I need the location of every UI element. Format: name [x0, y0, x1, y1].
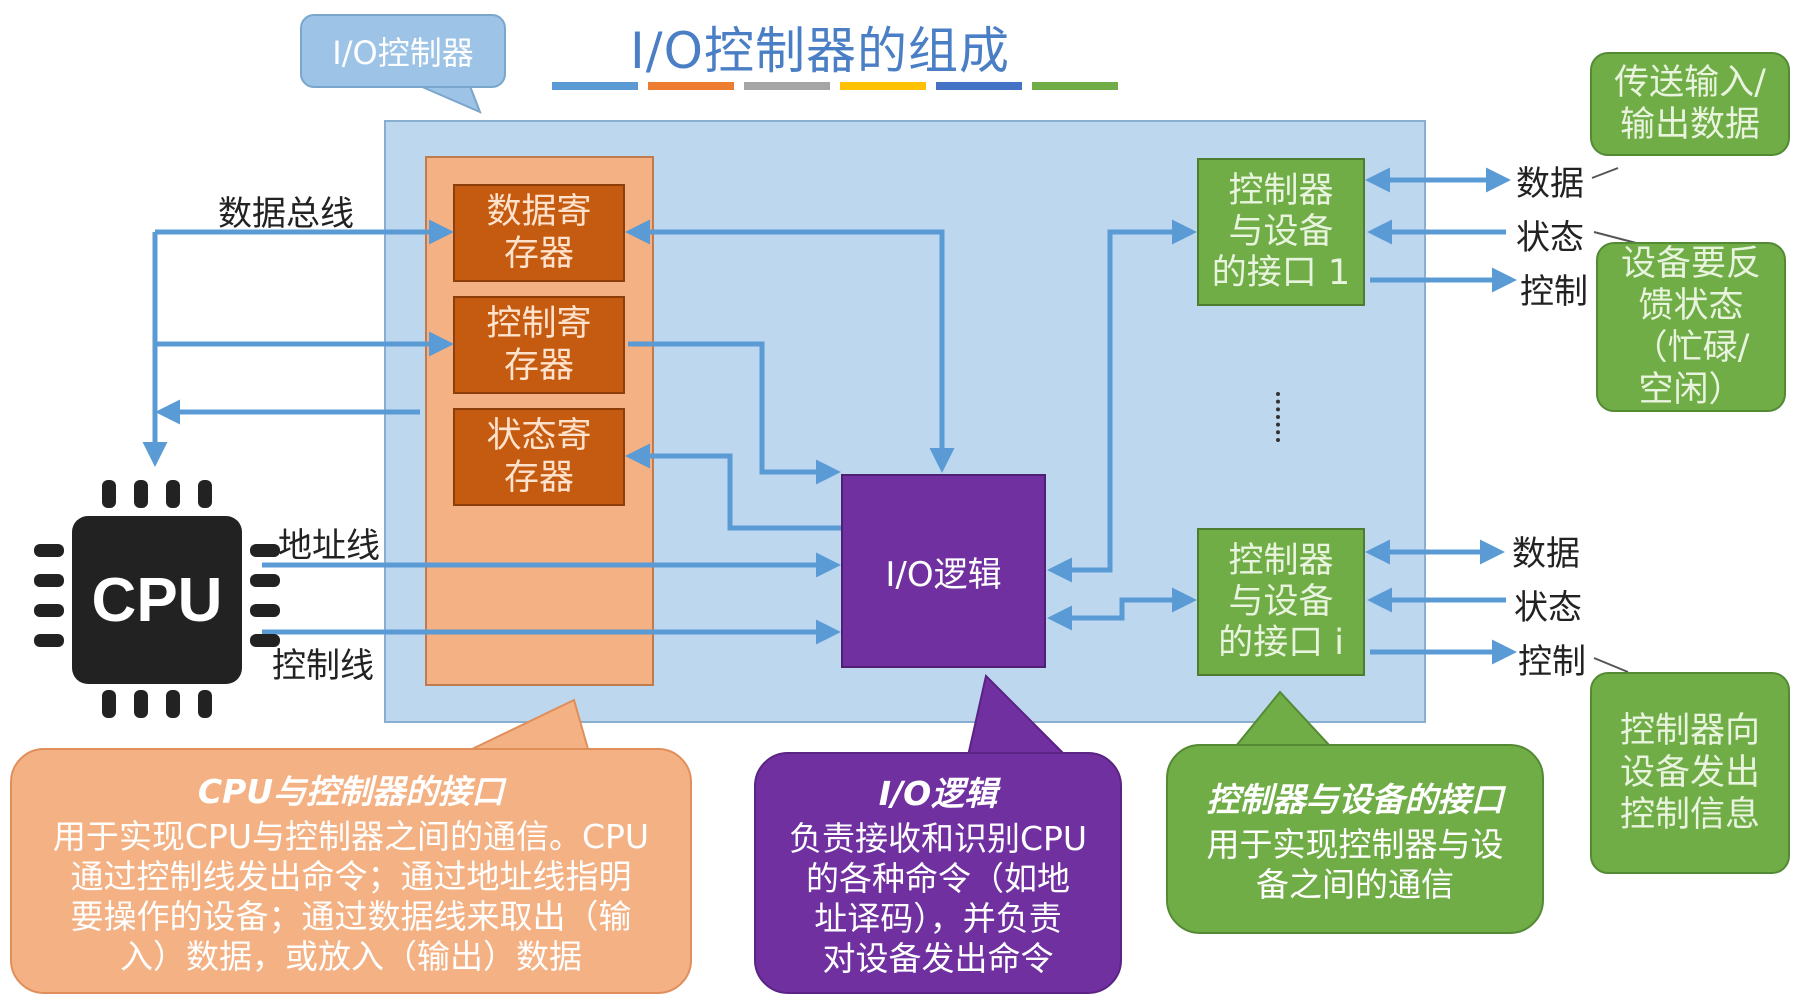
device-interface-1-line-1: 控制器 [1228, 170, 1334, 211]
device-interface-1: 控制器 与设备 的接口 1 [1197, 158, 1365, 306]
note-feedback-line-2: 馈状态 [1638, 286, 1744, 326]
status-register: 状态寄 存器 [453, 408, 625, 506]
callout-cpu-interface-line-3: 要操作的设备；通过数据线来取出（输 [70, 897, 632, 936]
device-interface-i-line-3: 的接口 i [1218, 622, 1344, 663]
note-feedback-line-1: 设备要反 [1620, 244, 1761, 284]
title-underline-segment [648, 82, 734, 90]
callout-io-logic-line-3: 址译码），并负责 [814, 899, 1062, 938]
control-register: 控制寄 存器 [453, 296, 625, 394]
data-register-label-2: 存器 [503, 234, 574, 274]
callout-cpu-interface-line-1: 用于实现CPU与控制器之间的通信。CPU [52, 817, 650, 856]
device-interface-i-line-2: 与设备 [1228, 581, 1334, 622]
note-command-line-3: 控制信息 [1619, 795, 1760, 835]
callout-cpu-interface-heading: CPU与控制器的接口 [197, 772, 505, 811]
ellipsis-dots [1276, 392, 1282, 442]
cpu-pin [34, 574, 64, 587]
cpu-pin [250, 604, 280, 617]
callout-device-interface-heading: 控制器与设备的接口 [1206, 780, 1504, 819]
io-logic-device-if-1 [1047, 219, 1197, 583]
note-transfer-line-1: 传送输入/ [1614, 63, 1766, 103]
callout-io-logic-line-1: 负责接收和识别CPU [788, 819, 1088, 858]
cpu-chip-pins [32, 476, 282, 724]
cpu-pin [166, 480, 180, 508]
cpu-pin [198, 690, 212, 718]
callout-io-logic-heading: I/O逻辑 [878, 774, 998, 813]
io-logic-block: I/O逻辑 [841, 474, 1046, 668]
callout-device-interface: 控制器与设备的接口 用于实现控制器与设 备之间的通信 [1166, 744, 1544, 934]
callout-device-interface-line-1: 用于实现控制器与设 [1206, 825, 1504, 864]
callout-io-logic-line-2: 的各种命令（如地 [806, 859, 1070, 898]
cpu-pin [34, 634, 64, 647]
cpu-pin [250, 574, 280, 587]
cpu-pin [250, 634, 280, 647]
title-underline-segment [552, 82, 638, 90]
control-register-to-io-logic [628, 341, 841, 485]
cpu-chip: CPU [72, 516, 242, 684]
io-controller-callout: I/O控制器 [300, 14, 506, 88]
cpu-pin [34, 544, 64, 557]
title-underline-segment [744, 82, 830, 90]
callout-cpu-interface: CPU与控制器的接口 用于实现CPU与控制器之间的通信。CPU 通过控制线发出命… [10, 748, 692, 994]
data-register-label-1: 数据寄 [486, 192, 592, 232]
control-line-label: 控制线 [272, 646, 374, 686]
if1-data-label: 数据 [1516, 164, 1584, 204]
if1-status-label: 状态 [1516, 218, 1584, 258]
title-underline-segment [1032, 82, 1118, 90]
device-interface-i-line-1: 控制器 [1228, 540, 1334, 581]
callout-io-logic-line-4: 对设备发出命令 [822, 939, 1054, 978]
note-transfer-line-2: 输出数据 [1619, 105, 1760, 145]
cpu-pin [34, 604, 64, 617]
data-register-io-logic [625, 219, 955, 473]
callout-io-logic: I/O逻辑 负责接收和识别CPU 的各种命令（如地 址译码），并负责 对设备发出… [754, 752, 1122, 994]
callout-cpu-interface-line-2: 通过控制线发出命令；通过地址线指明 [70, 857, 632, 896]
cpu-pin [102, 690, 116, 718]
if1-control-label: 控制 [1520, 272, 1588, 312]
io-logic-device-if-i [1047, 587, 1197, 631]
cpu-pin [134, 480, 148, 508]
address-line-label: 地址线 [278, 526, 380, 566]
note-feedback-line-4: 空闲） [1638, 370, 1744, 410]
cpu-pin [166, 690, 180, 718]
cpu-pin [134, 690, 148, 718]
ifi-control-label: 控制 [1518, 642, 1586, 682]
control-register-label-2: 存器 [503, 346, 574, 386]
device-interface-1-line-3: 的接口 1 [1211, 252, 1351, 293]
cpu-pin [102, 480, 116, 508]
ifi-data-label: 数据 [1512, 534, 1580, 574]
control-register-label-1: 控制寄 [486, 304, 592, 344]
status-register-label-2: 存器 [503, 458, 574, 498]
data-bus-label: 数据总线 [218, 194, 354, 234]
status-register-label-1: 状态寄 [486, 416, 592, 456]
title-underline-segment [936, 82, 1022, 90]
note-feedback-line-3: （忙碌/ [1632, 328, 1750, 368]
data-register: 数据寄 存器 [453, 184, 625, 282]
diagram-title: I/O控制器的组成 [630, 22, 1010, 80]
cpu-pin [198, 480, 212, 508]
note-pointer-command [1593, 657, 1629, 673]
device-interface-i: 控制器 与设备 的接口 i [1197, 528, 1365, 676]
io-logic-to-status-register [625, 443, 841, 531]
note-pointer-transfer [1591, 167, 1619, 179]
callout-cpu-interface-line-4: 入）数据，或放入（输出）数据 [120, 937, 582, 976]
note-control-command: 控制器向 设备发出 控制信息 [1590, 672, 1790, 874]
note-device-feedback: 设备要反 馈状态 （忙碌/ 空闲） [1596, 242, 1786, 412]
callout-device-interface-line-2: 备之间的通信 [1256, 865, 1454, 904]
title-underline-segment [840, 82, 926, 90]
note-command-line-2: 设备发出 [1619, 753, 1760, 793]
device-interface-1-line-2: 与设备 [1228, 211, 1334, 252]
ifi-status-label: 状态 [1514, 588, 1582, 628]
cpu-pin [250, 544, 280, 557]
note-transfer-data: 传送输入/ 输出数据 [1590, 52, 1790, 156]
note-command-line-1: 控制器向 [1619, 711, 1760, 751]
